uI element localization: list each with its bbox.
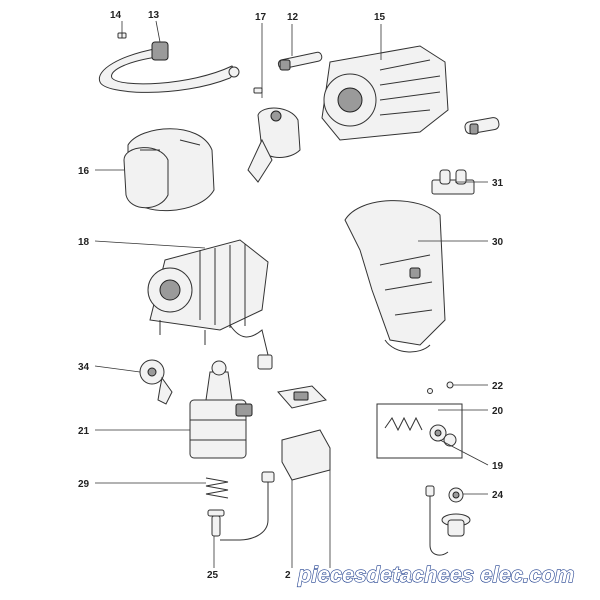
part-12-connector — [277, 51, 323, 71]
watermark-text: piecesdetachees elec.com — [297, 562, 574, 587]
callout-12: 12 — [287, 12, 299, 23]
callout-21: 21 — [78, 426, 90, 437]
callout-16: 16 — [78, 166, 90, 177]
callout-30: 30 — [492, 237, 504, 248]
electronic-box — [281, 429, 331, 481]
callout-18: 18 — [78, 237, 90, 248]
callout-numbers: 14 13 17 12 15 16 31 18 30 34 22 20 21 1… — [78, 10, 504, 581]
callout-13: 13 — [148, 10, 160, 21]
part-24-gear — [448, 487, 464, 503]
callout-15: 15 — [374, 12, 386, 23]
steam-tube-assembly — [425, 485, 471, 556]
part-29-spring — [205, 477, 229, 499]
filter-plate — [277, 385, 327, 409]
part-17-lever-cap — [247, 87, 301, 183]
hose-assembly — [220, 471, 275, 541]
callout-17: 17 — [255, 12, 267, 23]
part-16-front-cover — [123, 128, 215, 212]
callout-25: 25 — [207, 570, 219, 581]
part-21-pump — [189, 360, 253, 459]
callout-20: 20 — [492, 406, 504, 417]
callout-19: 19 — [492, 461, 504, 472]
callout-29: 29 — [78, 479, 90, 490]
part-14-screw — [117, 32, 127, 39]
callout-34: 34 — [78, 362, 90, 373]
callout-22: 22 — [492, 381, 504, 392]
leader-lines — [94, 20, 489, 568]
part-18-motor-unit — [147, 239, 273, 370]
part-15-housing — [321, 45, 500, 141]
part-22-washer — [427, 381, 454, 394]
callout-31: 31 — [492, 178, 504, 189]
part-25-nozzle — [207, 509, 225, 537]
part-31-bracket — [431, 169, 475, 195]
part-19-20-kit — [376, 403, 463, 459]
part-34-valve — [139, 359, 173, 405]
callout-2x: 2 — [285, 570, 291, 581]
part-13-cable-strap — [98, 41, 240, 93]
callout-14: 14 — [110, 10, 122, 21]
callout-24: 24 — [492, 490, 504, 501]
part-30-control-frame — [344, 200, 446, 353]
